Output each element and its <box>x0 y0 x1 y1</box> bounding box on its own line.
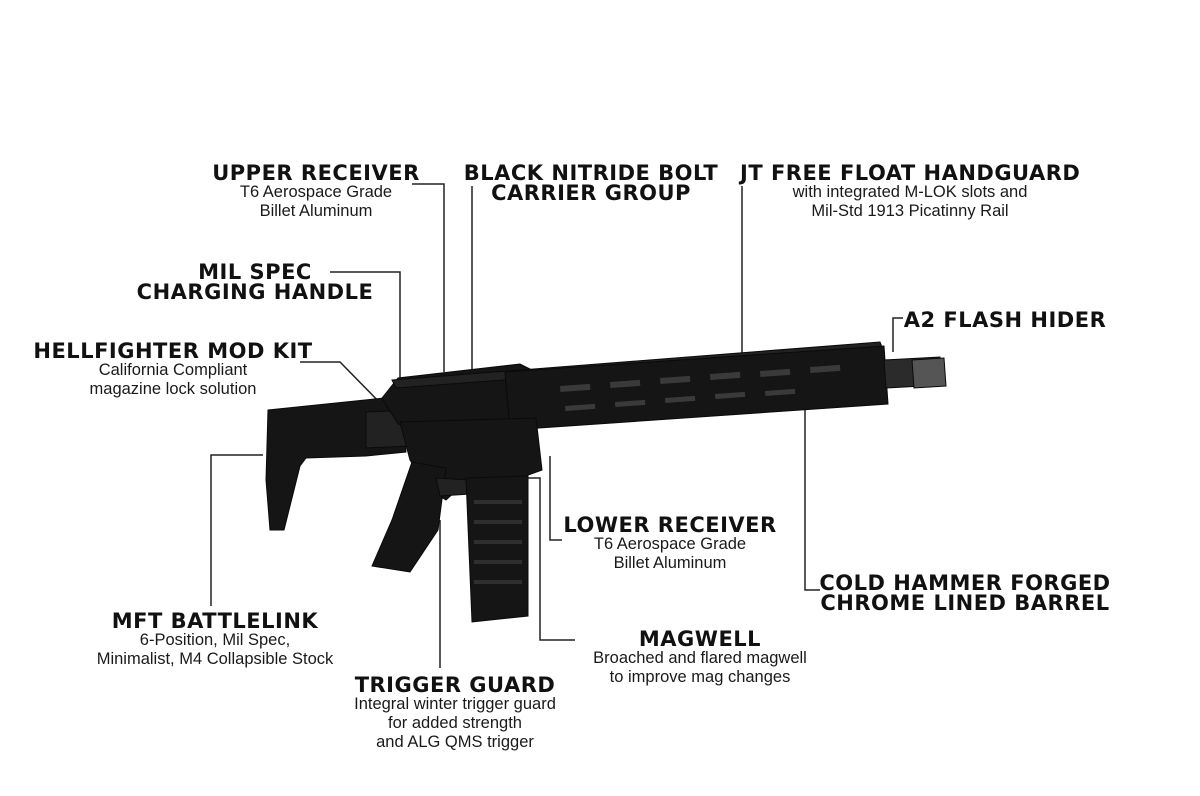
leader-magwell <box>527 477 575 641</box>
leader-charging-handle <box>330 271 401 380</box>
callout-title: COLD HAMMER FORGED CHROME LINED BARREL <box>819 571 1111 615</box>
handguard <box>504 345 889 431</box>
leader-upper-receiver <box>412 183 445 372</box>
callout-description: Broached and flared magwell to improve m… <box>593 649 807 686</box>
callout-title: MIL SPEC CHARGING HANDLE <box>136 260 374 304</box>
callout-title: TRIGGER GUARD <box>354 673 556 697</box>
leader-hellfighter <box>300 361 393 416</box>
callout-title: LOWER RECEIVER <box>563 513 777 537</box>
callout-bolt-carrier: BLACK NITRIDE BOLT CARRIER GROUP <box>456 161 726 205</box>
callout-description: California Compliant magazine lock solut… <box>89 361 257 398</box>
callout-magwell: MAGWELL Broached and flared magwell to i… <box>565 629 835 687</box>
trigger-guard <box>435 477 471 497</box>
callout-hellfighter-mod-kit: HELLFIGHTER MOD KIT California Compliant… <box>28 341 318 399</box>
callout-description: T6 Aerospace Grade Billet Aluminum <box>239 183 393 220</box>
callout-title: A2 FLASH HIDER <box>903 308 1107 332</box>
callout-title: MAGWELL <box>638 627 762 651</box>
callout-title: JT FREE FLOAT HANDGUARD <box>740 161 1081 185</box>
callout-barrel: COLD HAMMER FORGED CHROME LINED BARREL <box>815 571 1115 615</box>
callout-trigger-guard: TRIGGER GUARD Integral winter trigger gu… <box>320 675 590 752</box>
callout-flash-hider: A2 FLASH HIDER <box>900 308 1110 332</box>
callout-handguard: JT FREE FLOAT HANDGUARD with integrated … <box>740 163 1080 221</box>
callout-title: BLACK NITRIDE BOLT CARRIER GROUP <box>463 161 719 205</box>
callout-mft-battlelink: MFT BATTLELINK 6-Position, Mil Spec, Min… <box>60 611 370 669</box>
callout-upper-receiver: UPPER RECEIVER T6 Aerospace Grade Billet… <box>196 163 436 221</box>
pistol-grip <box>371 461 447 573</box>
leader-lines <box>210 183 903 668</box>
leader-barrel <box>804 395 820 591</box>
leader-mft <box>210 454 263 606</box>
mlok-slots <box>560 364 841 411</box>
callout-description: T6 Aerospace Grade Billet Aluminum <box>593 535 747 572</box>
leader-flash-hider <box>892 317 903 352</box>
magazine-ribs <box>474 500 522 584</box>
callout-charging-handle: MIL SPEC CHARGING HANDLE <box>130 260 380 304</box>
rifle <box>265 341 947 623</box>
callout-title: HELLFIGHTER MOD KIT <box>33 339 313 363</box>
flash-hider <box>911 357 947 389</box>
magazine <box>465 475 529 623</box>
callout-description: Integral winter trigger guard for added … <box>354 695 556 751</box>
callout-description: 6-Position, Mil Spec, Minimalist, M4 Col… <box>96 631 334 668</box>
callout-description: with integrated M-LOK slots and Mil-Std … <box>792 183 1028 220</box>
callout-title: MFT BATTLELINK <box>111 609 319 633</box>
leader-lower-receiver <box>549 456 562 541</box>
callout-lower-receiver: LOWER RECEIVER T6 Aerospace Grade Billet… <box>560 515 780 573</box>
callout-title: UPPER RECEIVER <box>212 161 420 185</box>
